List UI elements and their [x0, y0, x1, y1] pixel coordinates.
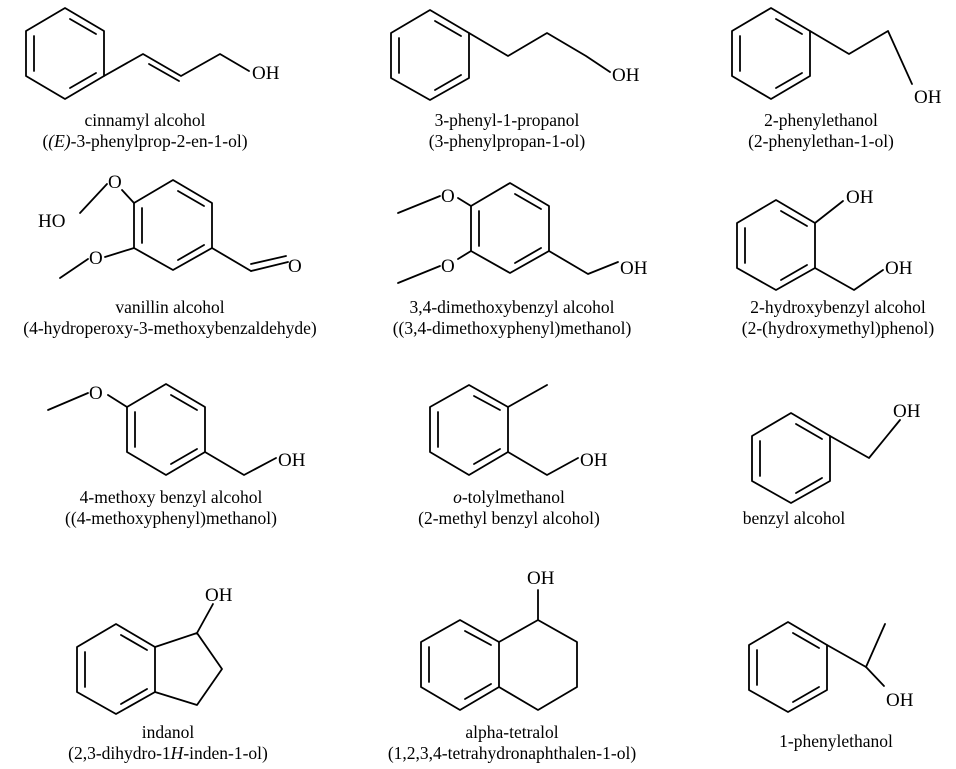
benzene-ring — [470, 182, 550, 274]
compound-iupac: ((E)-3-phenylprop-2-en-1-ol) — [42, 131, 248, 151]
caption-2-phenylethanol: 2-phenylethanol (2-phenylethan-1-ol) — [748, 110, 894, 152]
caption-indanol: indanol (2,3-dihydro-1H-inden-1-ol) — [68, 722, 268, 764]
oxygen-label: O — [441, 256, 455, 277]
hydroxyl-label: OH — [893, 401, 921, 422]
caption-3-phenyl-1-propanol: 3-phenyl-1-propanol (3-phenylpropan-1-ol… — [429, 110, 585, 152]
structure-3-phenyl-1-propanol: OH — [390, 9, 640, 101]
caption-1-phenylethanol: 1-phenylethanol — [779, 731, 893, 752]
compound-iupac: (2-phenylethan-1-ol) — [748, 131, 894, 151]
hydroxyl-label: OH — [580, 450, 608, 471]
caption-4-methoxy-benzyl-alcohol: 4-methoxy benzyl alcohol ((4-methoxyphen… — [65, 487, 277, 529]
structure-alpha-tetralol: OH — [420, 568, 578, 711]
benzene-ring — [420, 619, 500, 711]
structure-vanillin-alcohol: O HO O O — [38, 172, 302, 279]
compound-name: indanol — [141, 722, 195, 742]
caption-o-tolylmethanol: o-tolylmethanol (2-methyl benzyl alcohol… — [418, 487, 600, 529]
compound-iupac: (2-(hydroxymethyl)phenol) — [741, 318, 935, 338]
carbonyl-oxygen-label: O — [288, 256, 302, 277]
compound-name: benzyl alcohol — [742, 508, 846, 528]
compound-iupac: (3-phenylpropan-1-ol) — [428, 131, 586, 151]
compound-name: 2-phenylethanol — [764, 110, 878, 130]
compound-name: 2-hydroxybenzyl alcohol — [750, 297, 926, 317]
structure-3-4-dimethoxybenzyl-alcohol: O O OH — [397, 182, 648, 284]
hydroxyl-label: OH — [205, 585, 233, 606]
compound-name: cinnamyl alcohol — [84, 110, 206, 130]
benzene-ring — [736, 199, 816, 291]
structure-4-methoxy-benzyl-alcohol: O OH — [47, 383, 306, 476]
caption-vanillin-alcohol: vanillin alcohol (4-hydroperoxy-3-methox… — [23, 297, 317, 339]
compound-iupac: (1,2,3,4-tetrahydronaphthalen-1-ol) — [387, 743, 637, 763]
hydroxyl-label: OH — [886, 690, 914, 711]
oxygen-label: O — [441, 186, 455, 207]
caption-alpha-tetralol: alpha-tetralol (1,2,3,4-tetrahydronaphth… — [388, 722, 636, 764]
structure-1-phenylethanol: OH — [748, 621, 914, 713]
benzene-ring — [731, 7, 811, 100]
compound-iupac: ((3,4-dimethoxyphenyl)methanol) — [392, 318, 632, 338]
compound-iupac: (2-methyl benzyl alcohol) — [418, 508, 600, 528]
cyclohexane-ring — [498, 619, 578, 711]
hydroxyl-label: OH — [252, 63, 280, 84]
benzene-ring — [748, 621, 828, 713]
caption-benzyl-alcohol: benzyl alcohol — [743, 508, 846, 529]
caption-3-4-dimethoxybenzyl-alcohol: 3,4-dimethoxybenzyl alcohol ((3,4-dimeth… — [393, 297, 632, 339]
structure-indanol: OH — [76, 585, 233, 715]
side-chain — [809, 30, 913, 85]
compound-iupac: (2,3-dihydro-1H-inden-1-ol) — [68, 743, 268, 763]
compound-name: 4-methoxy benzyl alcohol — [79, 487, 263, 507]
compound-name: 3-phenyl-1-propanol — [434, 110, 580, 130]
oxygen-label: O — [108, 172, 122, 193]
benzene-ring — [126, 383, 206, 476]
compound-name: 3,4-dimethoxybenzyl alcohol — [409, 297, 615, 317]
caption-2-hydroxybenzyl-alcohol: 2-hydroxybenzyl alcohol (2-(hydroxymethy… — [742, 297, 934, 339]
side-chain — [468, 32, 611, 73]
side-chain — [829, 419, 901, 459]
hydroxyl-label: OH — [278, 450, 306, 471]
hydroperoxy-label: HO — [38, 211, 65, 232]
benzene-ring — [751, 412, 831, 504]
compound-name: o-tolylmethanol — [453, 487, 565, 507]
benzene-ring — [133, 179, 213, 271]
structure-2-phenylethanol: OH — [731, 7, 942, 108]
oxygen-label: O — [89, 383, 103, 404]
hydroxyl-label: OH — [612, 65, 640, 86]
structure-o-tolylmethanol: OH — [429, 384, 608, 476]
benzene-ring — [429, 384, 509, 476]
side-chain — [507, 451, 579, 476]
compound-name: vanillin alcohol — [115, 297, 225, 317]
hydroxyl-label: OH — [885, 258, 913, 279]
hydroxyl-label: OH — [914, 87, 942, 108]
structure-2-hydroxybenzyl-alcohol: OH OH — [736, 187, 913, 291]
compound-name: 1-phenylethanol — [779, 731, 893, 751]
side-chain — [548, 250, 619, 275]
benzene-ring — [25, 7, 105, 100]
compound-name: alpha-tetralol — [465, 722, 559, 742]
side-chain — [814, 267, 884, 291]
structure-benzyl-alcohol: OH — [751, 401, 921, 504]
benzene-ring — [76, 623, 156, 715]
side-chain — [103, 53, 250, 77]
compound-iupac: ((4-methoxyphenyl)methanol) — [65, 508, 277, 528]
hydroxyl-label: OH — [527, 568, 555, 589]
benzene-ring — [390, 9, 470, 101]
caption-cinnamyl-alcohol: cinnamyl alcohol ((E)-3-phenylprop-2-en-… — [42, 110, 247, 152]
structure-cinnamyl-alcohol: OH — [25, 7, 280, 100]
compound-iupac: (4-hydroperoxy-3-methoxybenzaldehyde) — [23, 318, 317, 338]
hydroxyl-label: OH — [846, 187, 874, 208]
oxygen-label: O — [89, 248, 103, 269]
cyclopentane-ring — [154, 632, 223, 706]
hydroxyl-label: OH — [620, 258, 648, 279]
side-chain — [204, 451, 277, 476]
